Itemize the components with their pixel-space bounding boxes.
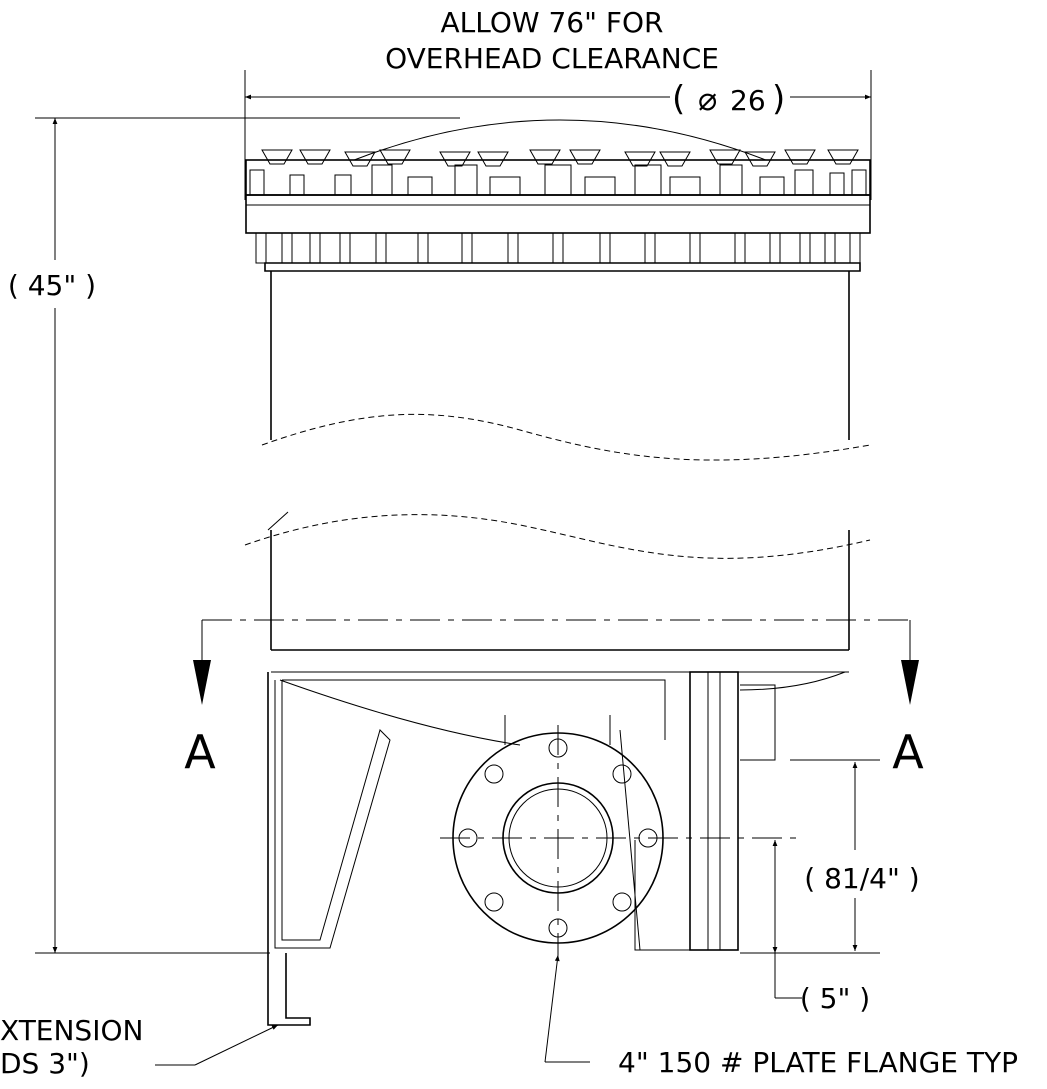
diameter-value: 26 (730, 84, 766, 117)
height-label: ( 45" ) (8, 269, 96, 302)
vessel-shell (244, 271, 871, 673)
bolt-hole (612, 764, 632, 784)
dim-5-label: ( 5" ) (800, 982, 870, 1015)
vessel-bottom (267, 671, 846, 1026)
section-label-left: A (184, 725, 216, 779)
clearance-note-line1: ALLOW 76" FOR (441, 6, 664, 39)
bolt-hole (484, 764, 504, 784)
dim-8-1-4-label: ( 81/4" ) (804, 862, 919, 895)
dimension-8-1-4: ( 81/4" ) (740, 759, 930, 954)
leg-note-line2: DS 3") (0, 1047, 90, 1080)
clearance-note-line2: OVERHEAD CLEARANCE (385, 42, 719, 75)
diameter-symbol: ⌀ (698, 80, 717, 118)
height-dimension: ( 45" ) (6, 117, 460, 954)
diameter-paren-open: ( (672, 79, 685, 119)
flange-note-label: 4" 150 # PLATE FLANGE TYP (618, 1046, 1018, 1079)
bolt-hole (612, 892, 632, 912)
vessel-closure (245, 119, 871, 272)
leg-note-line1: XTENSION (0, 1014, 143, 1047)
bolt-hole (484, 892, 504, 912)
section-line-a: A A (184, 619, 924, 779)
leg-extension-note: XTENSION DS 3") (0, 1014, 279, 1080)
diameter-dimension: ( ⌀ 26 ) (244, 70, 872, 200)
dimension-5: ( 5" ) (772, 840, 870, 1015)
section-label-right: A (892, 725, 924, 779)
flange-note: 4" 150 # PLATE FLANGE TYP (544, 954, 1018, 1079)
diameter-paren-close: ) (772, 79, 785, 119)
plate-flange (440, 725, 800, 955)
